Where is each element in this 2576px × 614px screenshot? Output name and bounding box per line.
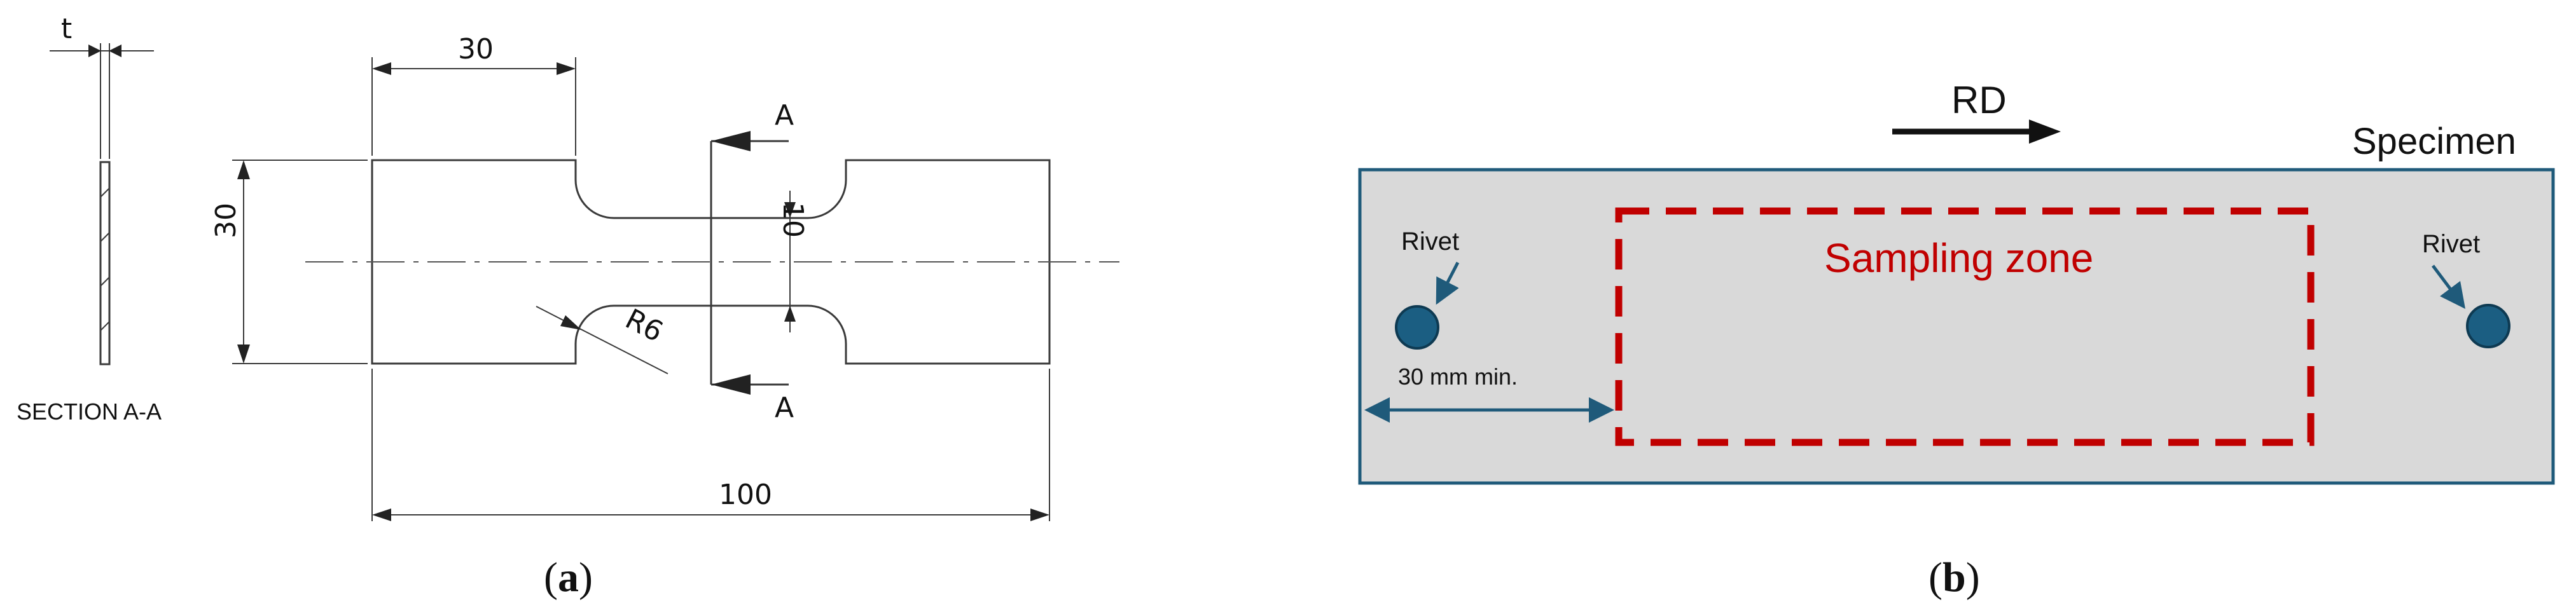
panel-a-technical-drawing: t SECTION A-A A A (17, 13, 1119, 601)
rivet-left (1395, 305, 1439, 350)
rivet-right-pointer (2432, 264, 2465, 309)
dim-total-length: 100 (371, 369, 1050, 521)
specimen-label: Specimen (2352, 121, 2516, 162)
dim-gauge-width-text: 10 (777, 202, 809, 238)
rivet-left-pointer (1436, 261, 1460, 305)
section-marker-bottom: A (775, 392, 794, 424)
thickness-symbol: t (61, 13, 72, 45)
panel-b-sampling-diagram: RD Specimen Sampling zone Rivet Rivet 30… (1358, 79, 2555, 601)
dim-gauge-width: 10 (777, 191, 809, 332)
rivet-right (2466, 304, 2510, 348)
section-cut-marker: A A (710, 99, 794, 424)
sampling-zone-label: Sampling zone (1824, 235, 2093, 281)
dim-radius-text: R6 (620, 303, 668, 348)
min-distance-label: 30 mm min. (1398, 364, 1518, 390)
dim-grip-length: 30 (371, 33, 576, 156)
rolling-direction-arrow: RD (1892, 79, 2061, 144)
sampling-zone (1615, 207, 2315, 446)
section-label: SECTION A-A (17, 399, 162, 425)
section-marker-top: A (775, 99, 794, 132)
caption-a: (a) (544, 554, 593, 601)
caption-b: (b) (1929, 554, 1980, 601)
dogbone-outline (371, 159, 1051, 365)
rolling-direction-label: RD (1951, 79, 2007, 121)
dim-grip-length-text: 30 (458, 33, 494, 65)
dim-grip-width-text: 30 (210, 203, 242, 238)
section-view: t SECTION A-A (17, 13, 162, 425)
rivet-right-label: Rivet (2422, 230, 2480, 258)
dim-total-length-text: 100 (719, 479, 772, 511)
min-distance-indicator: 30 mm min. (1364, 364, 1614, 423)
dim-grip-width: 30 (210, 160, 368, 364)
specimen-sheet (1358, 168, 2555, 485)
rivet-left-label: Rivet (1401, 228, 1459, 256)
